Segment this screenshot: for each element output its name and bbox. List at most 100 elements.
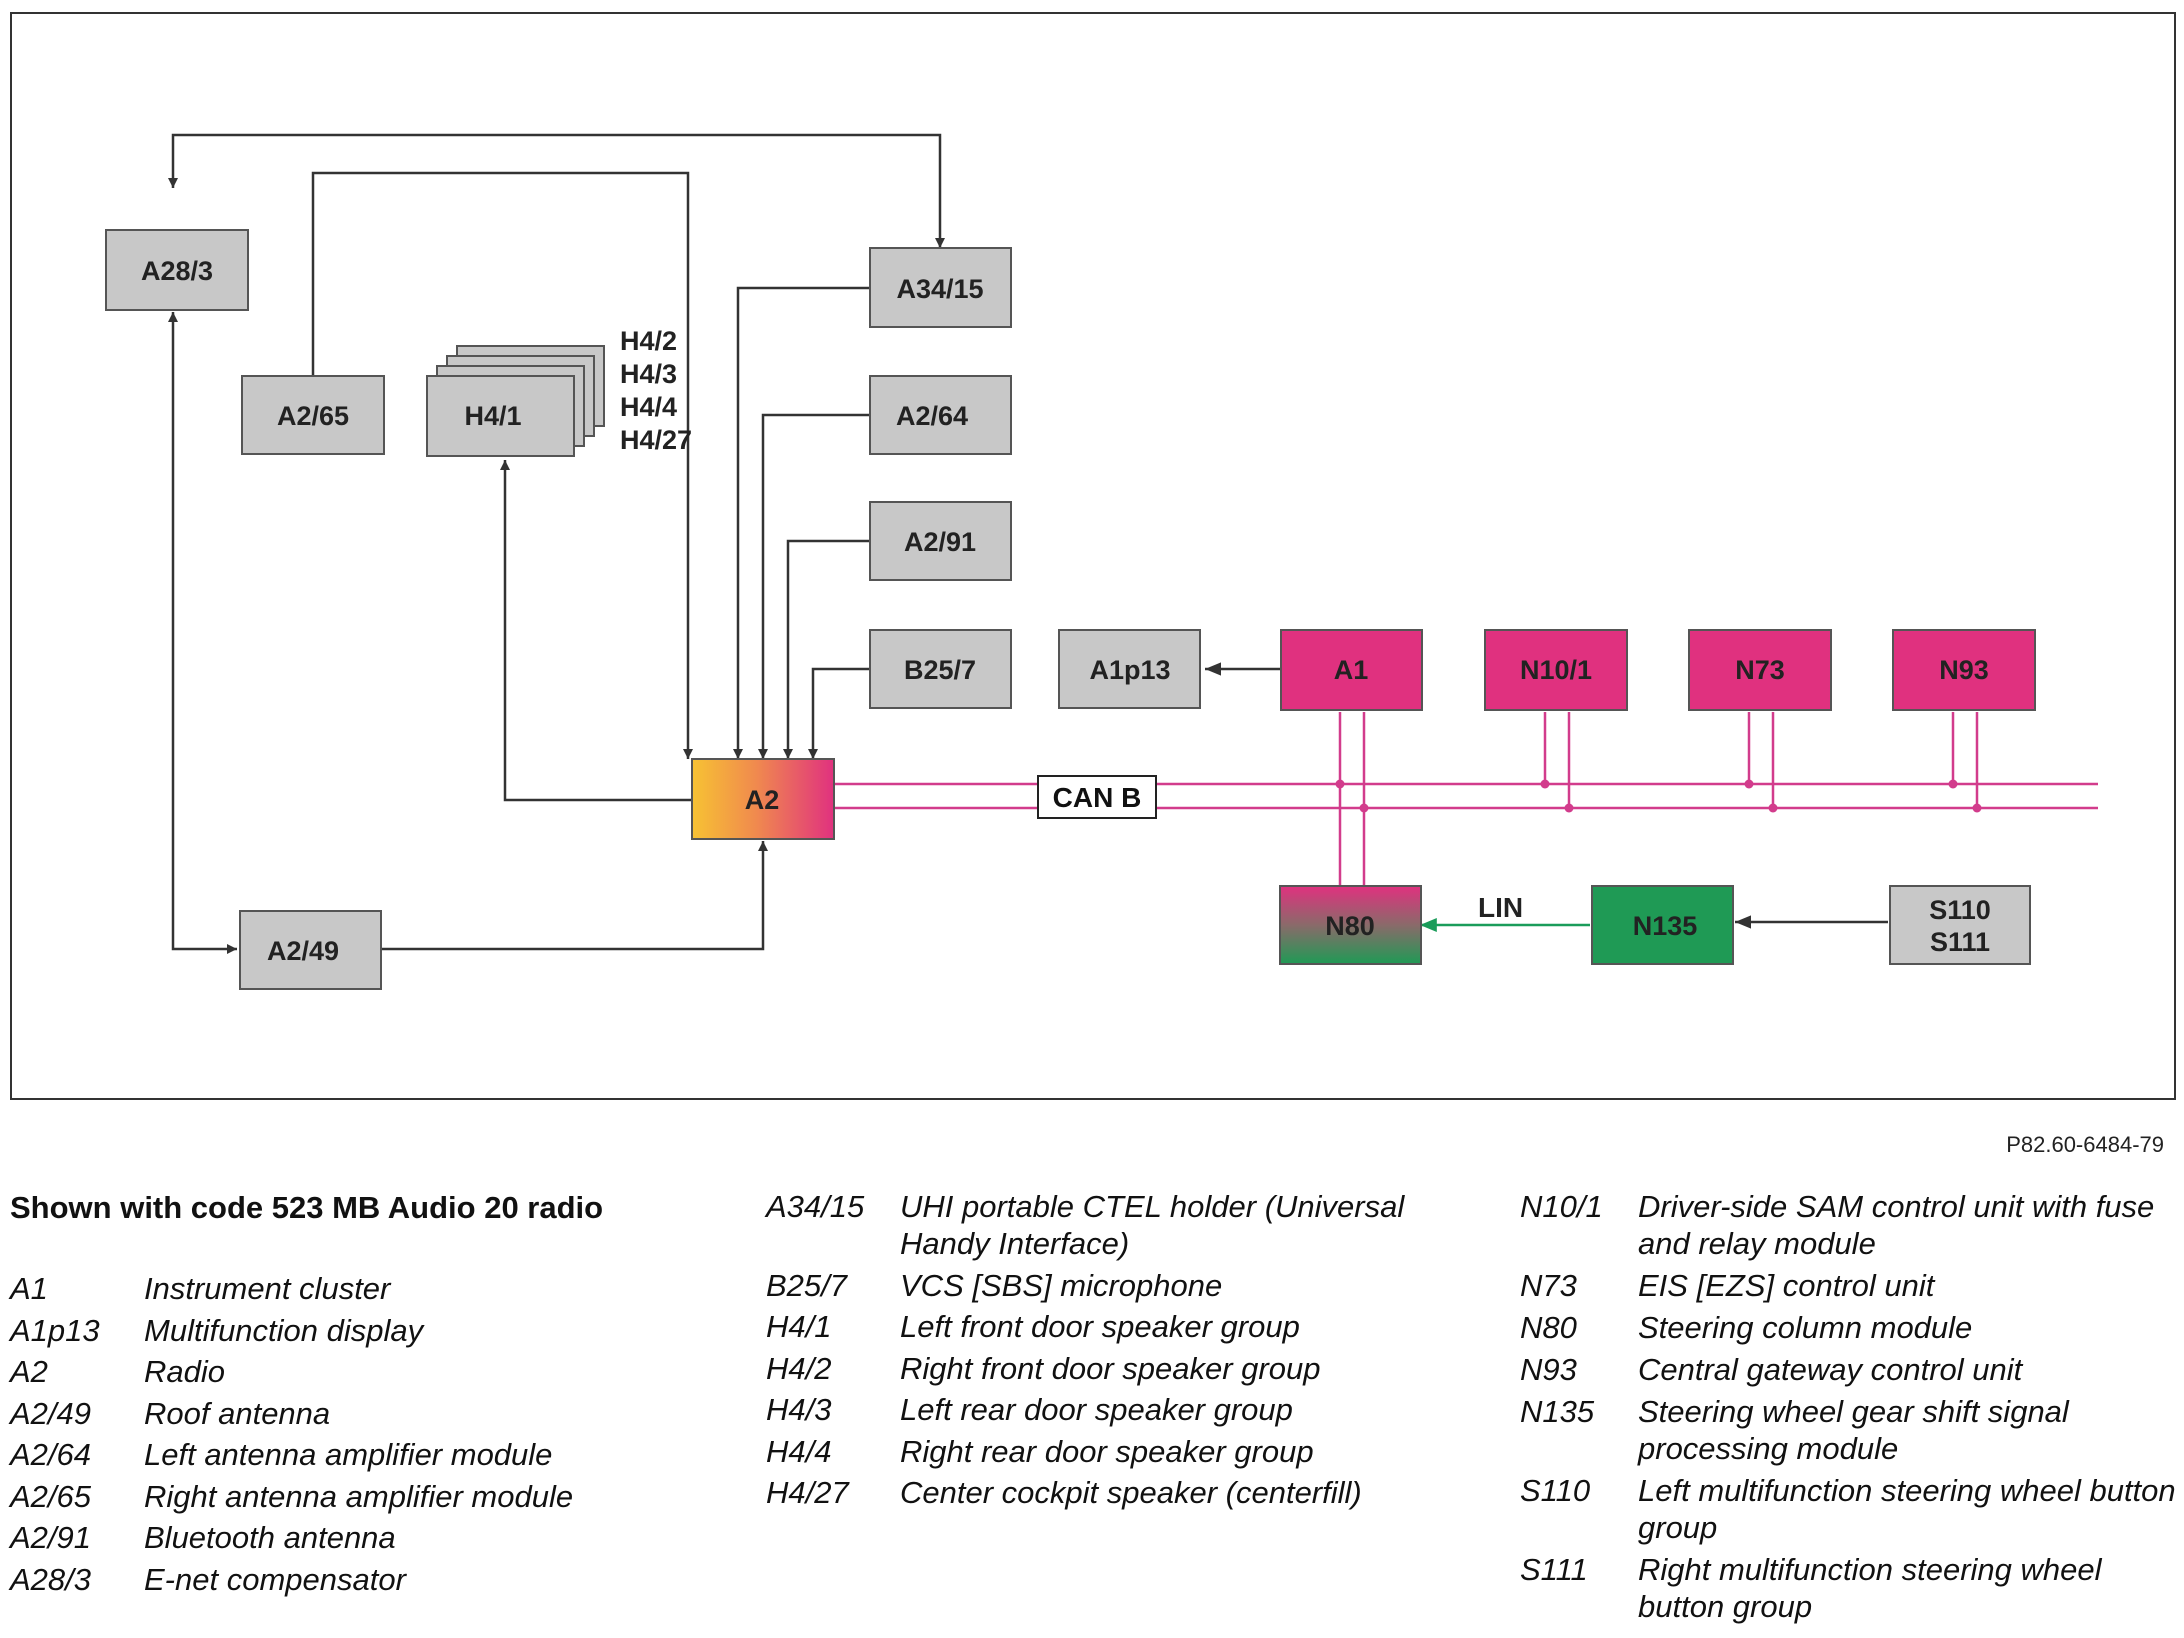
legend-description: Left multifunction steering wheel button… bbox=[1638, 1473, 2176, 1545]
box-n80-label: N80 bbox=[1325, 911, 1375, 941]
box-n135-label: N135 bbox=[1633, 911, 1698, 941]
legend-description: Central gateway control unit bbox=[1638, 1352, 2023, 1387]
box-n10-1-label: N10/1 bbox=[1520, 655, 1592, 685]
legend-code: N135 bbox=[1520, 1394, 1595, 1429]
legend-description: Steering column module bbox=[1638, 1310, 1973, 1345]
box-n135: N135 bbox=[1591, 885, 1734, 965]
legend-code: H4/3 bbox=[766, 1392, 832, 1427]
legend-item: A34/15 UHI portable CTEL holder (Universa… bbox=[766, 1188, 1466, 1262]
can-b-label-text: CAN B bbox=[1053, 782, 1142, 813]
legend-description: Bluetooth antenna bbox=[144, 1520, 396, 1555]
box-a2-64: A2/64 bbox=[869, 375, 1012, 455]
legend-code: N10/1 bbox=[1520, 1189, 1603, 1224]
legend-description: EIS [EZS] control unit bbox=[1638, 1268, 1935, 1303]
box-n73-label: N73 bbox=[1735, 655, 1785, 685]
box-a28-3: A28/3 bbox=[105, 229, 249, 311]
legend-column-2: A34/15 UHI portable CTEL holder (Universa… bbox=[766, 1188, 1466, 1516]
legend-item: A1 Instrument cluster bbox=[10, 1270, 710, 1307]
legend-code: N73 bbox=[1520, 1268, 1577, 1303]
box-a34-15-label: A34/15 bbox=[896, 274, 983, 304]
legend-item: A28/3 E-net compensator bbox=[10, 1561, 710, 1598]
legend-description: Left rear door speaker group bbox=[900, 1392, 1293, 1427]
can-b-label: CAN B bbox=[1037, 775, 1157, 819]
legend-code: H4/2 bbox=[766, 1350, 832, 1386]
legend-code: A2/65 bbox=[10, 1478, 92, 1514]
legend-description: UHI portable CTEL holder (Universal Hand… bbox=[900, 1189, 1405, 1261]
speaker-label-h4-27: H4/27 bbox=[620, 425, 692, 455]
box-a1p13-label: A1p13 bbox=[1089, 655, 1170, 685]
legend-description: Center cockpit speaker (centerfill) bbox=[900, 1475, 1362, 1510]
legend-description: E-net compensator bbox=[144, 1561, 406, 1597]
box-a2-65: A2/65 bbox=[241, 375, 385, 455]
legend-description: Right multifunction steering wheel butto… bbox=[1638, 1552, 2102, 1624]
wiring-diagram: CAN B LIN A28/3 A2/65 bbox=[105, 133, 2098, 990]
legend-code: S111 bbox=[1520, 1552, 1588, 1587]
box-a2-label: A2 bbox=[745, 785, 780, 815]
box-n80: N80 bbox=[1279, 885, 1422, 965]
box-h4-1-stack: H4/1 bbox=[426, 345, 605, 457]
legend-code: H4/27 bbox=[766, 1475, 849, 1510]
legend-title: Shown with code 523 MB Audio 20 radio bbox=[10, 1190, 604, 1225]
box-a1-label: A1 bbox=[1334, 655, 1369, 685]
legend-code: A2/91 bbox=[10, 1520, 92, 1555]
box-b25-7: B25/7 bbox=[869, 629, 1012, 709]
legend-description: Right rear door speaker group bbox=[900, 1433, 1314, 1469]
legend-code: H4/1 bbox=[766, 1309, 832, 1344]
can-bus bbox=[835, 712, 2098, 890]
legend-code: A2/64 bbox=[10, 1437, 92, 1472]
box-n73: N73 bbox=[1688, 629, 1832, 711]
legend-description: Steering wheel gear shift signal process… bbox=[1638, 1394, 2069, 1466]
legend-code: A2/49 bbox=[10, 1395, 92, 1431]
legend-code: B25/7 bbox=[766, 1267, 848, 1303]
legend-description: Radio bbox=[144, 1354, 225, 1389]
speaker-label-h4-2: H4/2 bbox=[620, 326, 677, 356]
box-b25-7-label: B25/7 bbox=[904, 655, 976, 685]
box-a1: A1 bbox=[1280, 629, 1423, 711]
speaker-label-h4-3: H4/3 bbox=[620, 359, 677, 389]
box-s110-s111: S110 S111 bbox=[1889, 885, 2031, 965]
legend-code: A1 bbox=[10, 1271, 48, 1306]
can-bus-junctions bbox=[1335, 779, 1982, 813]
legend-item: A2/65 Right antenna amplifier module bbox=[10, 1478, 710, 1515]
figure-reference-code: P82.60-6484-79 bbox=[2006, 1132, 2164, 1157]
speaker-group-labels: H4/2 H4/3 H4/4 H4/27 bbox=[620, 326, 692, 455]
legend-description: Right antenna amplifier module bbox=[144, 1478, 574, 1514]
box-a2-91-label: A2/91 bbox=[904, 527, 976, 557]
legend-code: A28/3 bbox=[10, 1561, 92, 1597]
legend-code: A2 bbox=[10, 1354, 48, 1389]
legend-code: A1p13 bbox=[10, 1312, 100, 1348]
box-a34-15: A34/15 bbox=[869, 247, 1012, 328]
box-a2-65-label: A2/65 bbox=[277, 401, 349, 431]
legend-description: Left antenna amplifier module bbox=[144, 1437, 553, 1472]
box-s111-label: S111 bbox=[1930, 927, 1990, 957]
legend-item: H4/1 Left front door speaker group bbox=[766, 1308, 1466, 1345]
box-h4-1-label: H4/1 bbox=[464, 401, 521, 431]
legend-code: A34/15 bbox=[766, 1189, 865, 1224]
box-a28-3-label: A28/3 bbox=[141, 256, 213, 286]
box-n93: N93 bbox=[1892, 629, 2036, 711]
box-n10-1: N10/1 bbox=[1484, 629, 1628, 711]
box-a2-64-label: A2/64 bbox=[896, 401, 968, 431]
speaker-label-h4-4: H4/4 bbox=[620, 392, 677, 422]
box-a2-91: A2/91 bbox=[869, 501, 1012, 581]
legend-item: H4/27 Center cockpit speaker (centerfill) bbox=[766, 1474, 1466, 1511]
legend-item: A2/91 Bluetooth antenna bbox=[10, 1519, 710, 1556]
legend-description: Multifunction display bbox=[144, 1312, 424, 1348]
box-a2-49: A2/49 bbox=[239, 910, 382, 990]
box-a1p13: A1p13 bbox=[1058, 629, 1201, 709]
legend-description: Instrument cluster bbox=[144, 1271, 391, 1306]
legend-item: A1p13 Multifunction display bbox=[10, 1312, 710, 1349]
legend-item: S111 Right multifunction steering wheel b… bbox=[1520, 1551, 2180, 1625]
connections bbox=[168, 133, 1888, 954]
legend-description: Left front door speaker group bbox=[900, 1309, 1300, 1344]
